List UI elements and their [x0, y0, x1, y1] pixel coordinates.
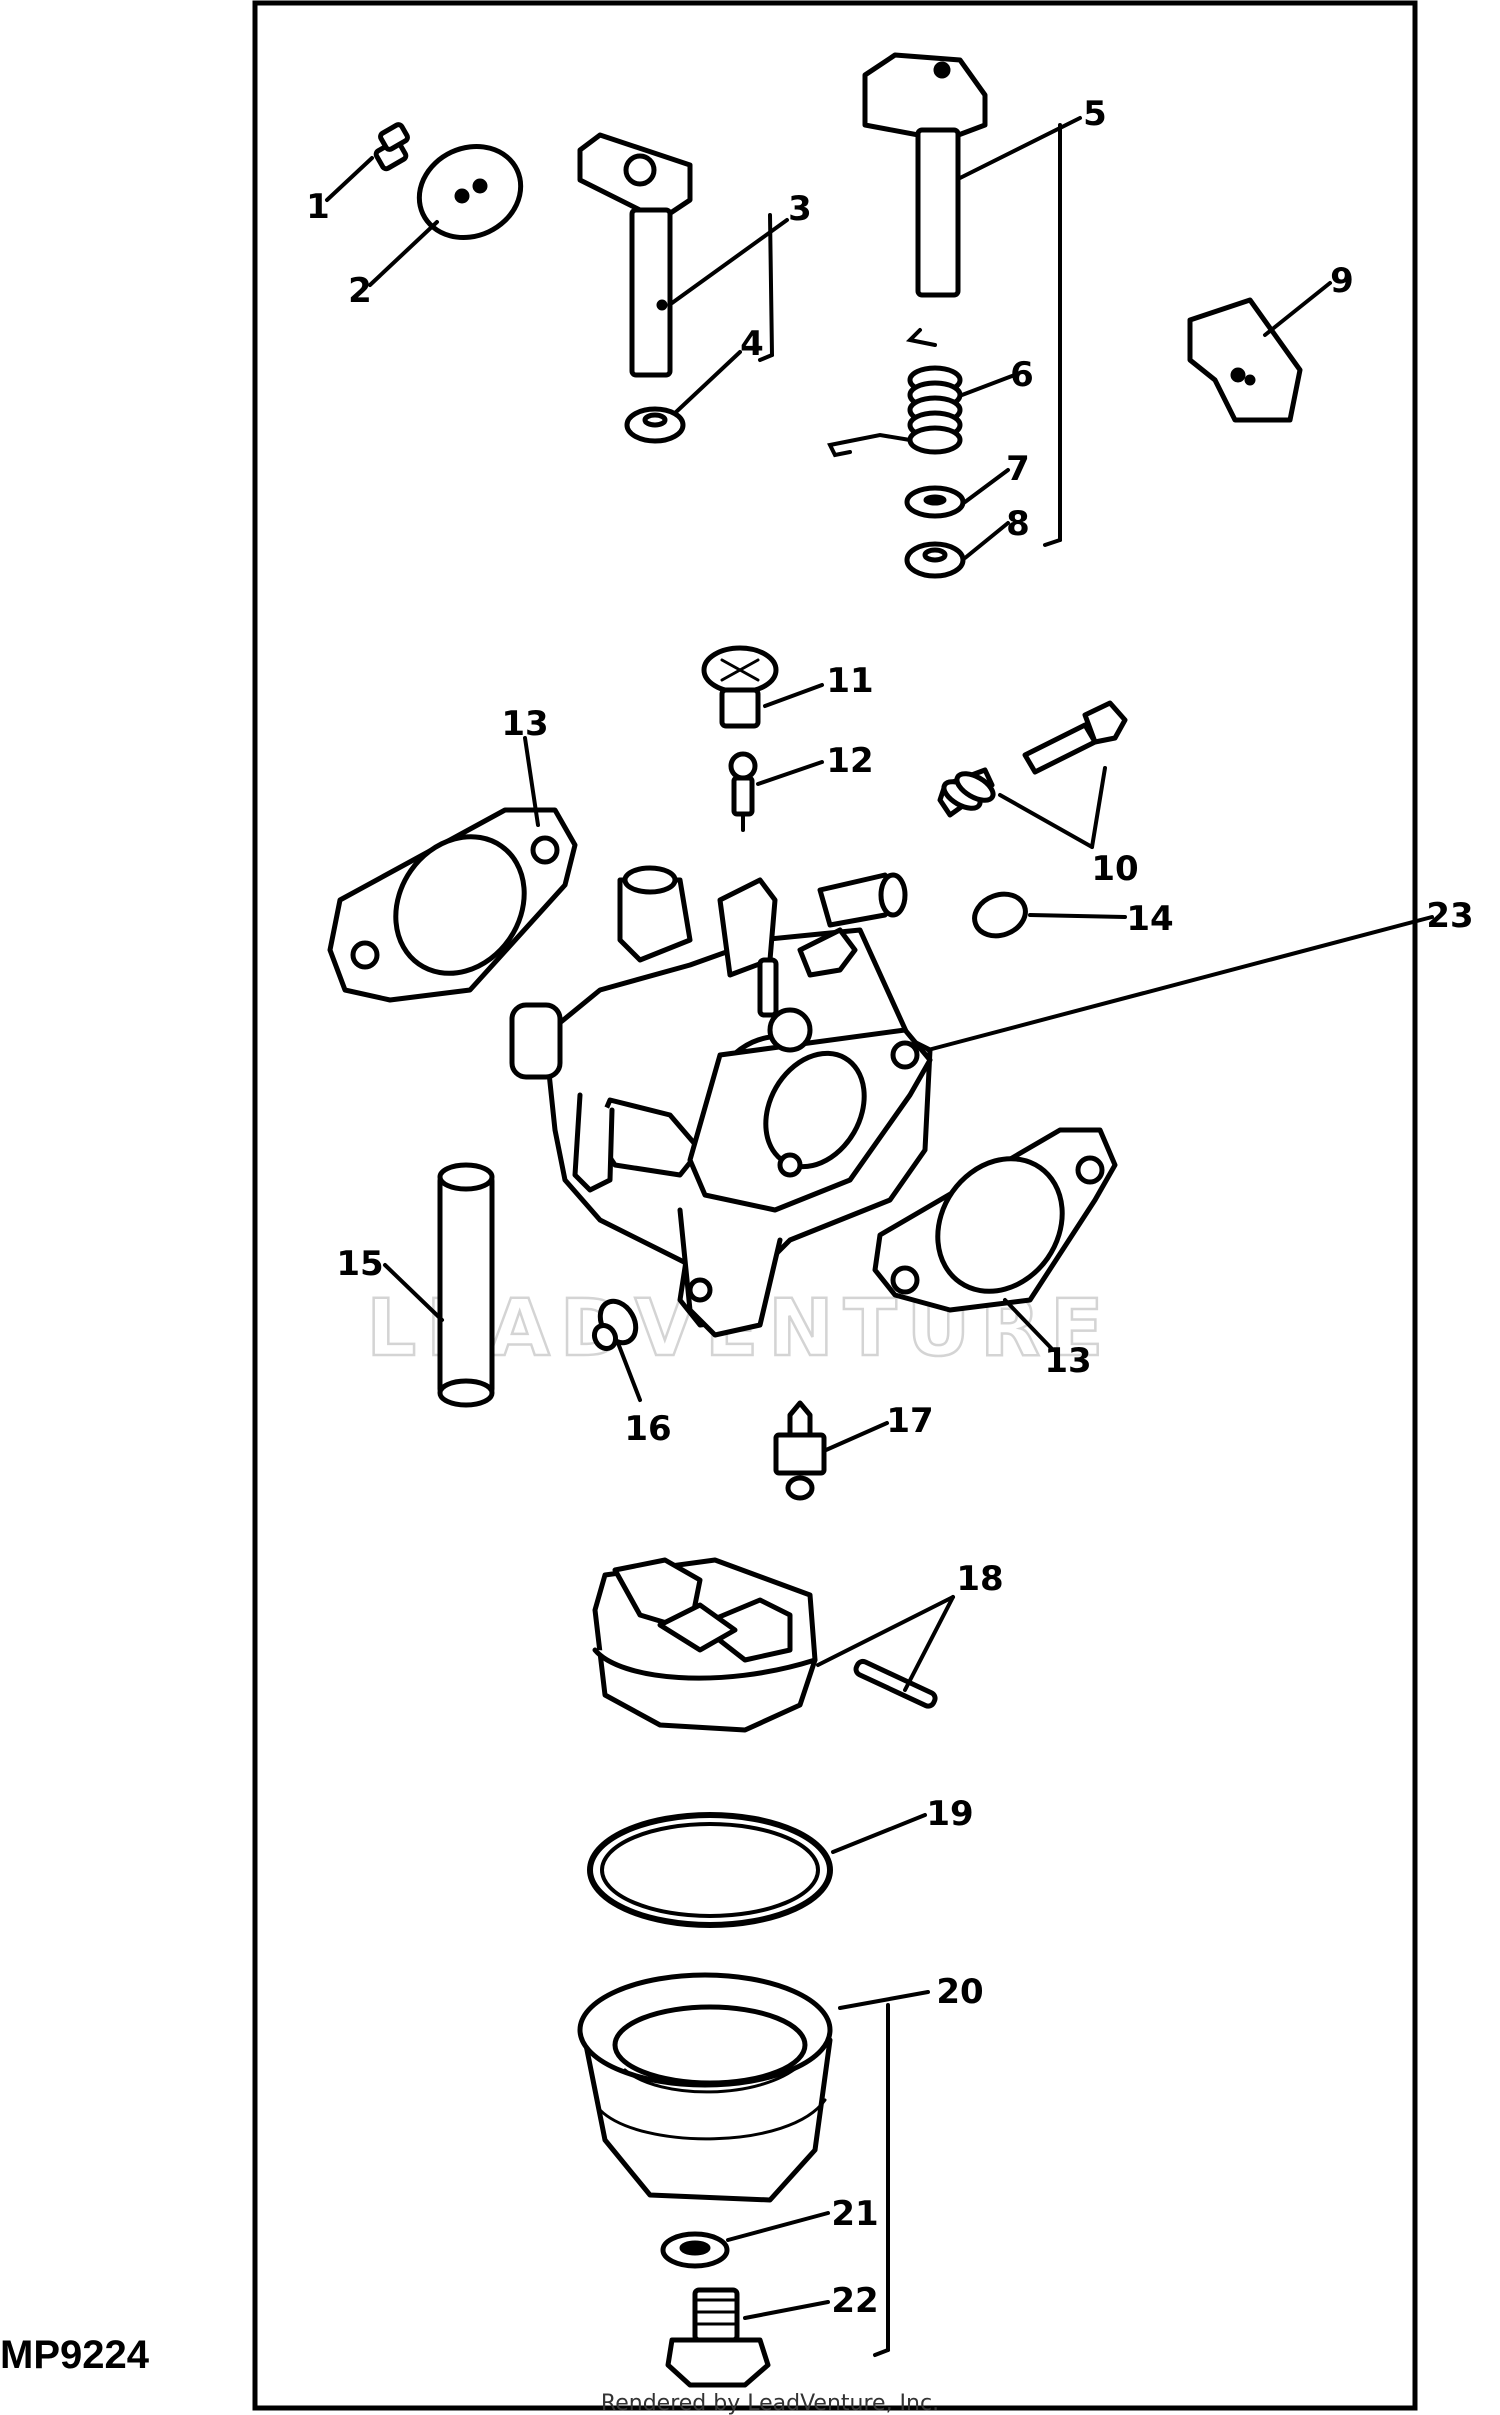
callout-10: 10	[1091, 849, 1138, 889]
part-19-gasket-ring	[587, 1812, 833, 1928]
callout-1: 1	[306, 187, 330, 227]
part-20-bowl	[577, 1972, 833, 2203]
part-17-needle-valve	[773, 1400, 827, 1501]
part-12-needle	[728, 751, 758, 832]
callout-17: 17	[886, 1401, 933, 1441]
part-21-washer	[660, 2231, 730, 2269]
part-7-washer	[904, 485, 966, 519]
callout-15: 15	[336, 1244, 383, 1284]
callout-3: 3	[788, 189, 812, 229]
part-18-float	[592, 1557, 818, 1733]
callout-19: 19	[926, 1794, 973, 1834]
part-8-washer	[904, 541, 966, 579]
callout-23: 23	[1426, 896, 1473, 936]
part-15-tube	[437, 1162, 495, 1408]
part-9-choke-plate	[1187, 297, 1303, 423]
part-13-gasket-lower	[872, 1127, 1118, 1313]
part-14-plug	[972, 891, 1028, 939]
part-16-jet	[591, 1298, 639, 1352]
part-3-shaft	[577, 132, 693, 378]
callout-13-lower: 13	[1044, 1341, 1091, 1381]
callout-4: 4	[740, 324, 764, 364]
callout-9: 9	[1330, 261, 1354, 301]
callout-12: 12	[826, 741, 873, 781]
leader-lines	[325, 116, 1434, 2357]
footer-credit: Rendered by LeadVenture, Inc.	[601, 2391, 939, 2415]
part-6-spring	[827, 328, 963, 458]
callout-14: 14	[1126, 899, 1173, 939]
diagram-frame	[252, 0, 1418, 2411]
part-11-screw	[701, 645, 779, 729]
callout-18: 18	[956, 1559, 1003, 1599]
part-1-screw	[373, 122, 410, 172]
callout-8: 8	[1006, 504, 1030, 544]
callout-20: 20	[936, 1972, 983, 2012]
diagram-code: MP9224	[0, 2333, 150, 2377]
part-2-plate	[416, 143, 524, 241]
part-18-pin	[853, 1658, 938, 1709]
callout-16: 16	[624, 1409, 671, 1449]
part-13-gasket-upper	[327, 807, 578, 1003]
part-23-carburetor-body	[509, 865, 933, 1338]
callout-11: 11	[826, 661, 873, 701]
part-22-bolt	[665, 2287, 771, 2388]
part-5-choke-shaft	[862, 52, 988, 298]
part-10-idle-screw-spring	[937, 700, 1128, 818]
callout-2: 2	[348, 271, 372, 311]
callout-5: 5	[1083, 94, 1107, 134]
callout-labels: 1 2 3 4 5 6 7 8 9 10 11 12 13 13 14 15 1…	[306, 94, 1474, 2321]
callout-21: 21	[831, 2194, 878, 2234]
callout-13-upper: 13	[501, 704, 548, 744]
callout-6: 6	[1010, 355, 1034, 395]
callout-7: 7	[1006, 449, 1030, 489]
part-4-washer	[624, 406, 686, 444]
callout-22: 22	[831, 2281, 878, 2321]
